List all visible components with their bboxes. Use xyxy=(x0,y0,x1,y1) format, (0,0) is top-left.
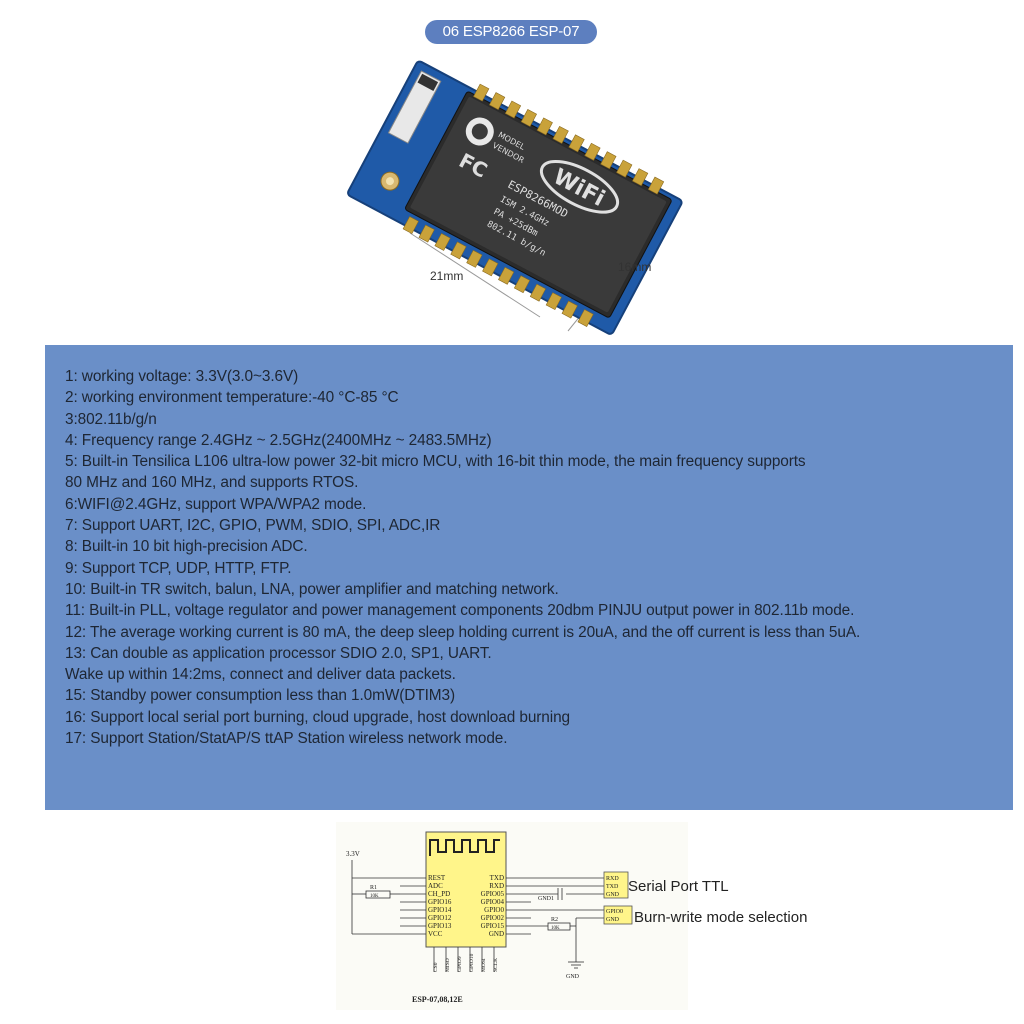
spec-line: 10: Built-in TR switch, balun, LNA, powe… xyxy=(65,580,559,598)
antenna-trace-icon xyxy=(429,839,500,856)
spec-line: 11: Built-in PLL, voltage regulator and … xyxy=(65,602,855,620)
pin-label-left: REST xyxy=(428,874,446,882)
spec-line: 3:802.11b/g/n xyxy=(65,410,157,428)
pin-label-left: GPIO12 xyxy=(428,914,452,922)
r1-value: 10K xyxy=(370,894,379,899)
gnd1-label: GND1 xyxy=(538,896,554,902)
pin-label-right: RXD xyxy=(489,882,504,890)
spec-line: 17: Support Station/StatAP/S ttAP Statio… xyxy=(65,730,508,748)
product-title: 06 ESP8266 ESP-07 xyxy=(425,20,597,44)
schematic-drawing: REST ADC CH_PD GPIO16 GPIO14 GPIO12 GPIO… xyxy=(346,831,633,1004)
bottom-pin-label: CS0 xyxy=(433,962,439,972)
width-dimension-label: 21mm xyxy=(430,269,464,283)
module-pins xyxy=(402,83,665,327)
r2-label: R2 xyxy=(551,917,558,923)
bottom-pin-label: GPIO9 xyxy=(457,956,463,972)
pin-label-right: GPIO04 xyxy=(481,898,505,906)
spec-line: 6:WIFI@2.4GHz, support WPA/WPA2 mode. xyxy=(65,495,367,513)
resistor-r1-icon xyxy=(365,890,391,899)
spec-list: 1: working voltage: 3.3V(3.0~3.6V) 2: wo… xyxy=(65,366,1010,749)
pcb-board: WiFi MODEL VENDOR FC ESP8266MOD ISM 2.4G… xyxy=(347,60,683,335)
spec-line: 2: working environment temperature:-40 °… xyxy=(65,389,399,407)
spec-line: 4: Frequency range 2.4GHz ~ 2.5GHz(2400M… xyxy=(65,431,492,449)
resistor-r2-icon xyxy=(547,922,571,931)
pin-label-left: GPIO13 xyxy=(428,922,452,930)
supply-label: 3.3V xyxy=(346,850,360,858)
spec-line: 12: The average working current is 80 mA… xyxy=(65,623,861,641)
spec-line: 13: Can double as application processor … xyxy=(65,644,492,662)
burn-pin-label: GND xyxy=(606,917,620,923)
height-dimension-label: 16mm xyxy=(618,260,652,274)
bottom-pin-label: GPIO10 xyxy=(469,953,475,972)
pin-label-right: GPIO05 xyxy=(481,890,505,898)
pin-label-right: GPIO02 xyxy=(481,914,505,922)
part-number-label: ESP-07,08,12E xyxy=(412,995,463,1004)
spec-line: 5: Built-in Tensilica L106 ultra-low pow… xyxy=(65,453,806,471)
wiring-schematic: REST ADC CH_PD GPIO16 GPIO14 GPIO12 GPIO… xyxy=(336,822,807,1010)
serial-pin-label: GND xyxy=(606,892,620,898)
spec-line: 15: Standby power consumption less than … xyxy=(65,687,455,705)
serial-pin-label: RXD xyxy=(606,876,619,882)
pin-label-right: GND xyxy=(489,930,504,938)
bottom-pin-label: MISO xyxy=(445,958,451,972)
spec-line: 7: Support UART, I2C, GPIO, PWM, SDIO, S… xyxy=(65,517,441,535)
pin-label-right: GPIO0 xyxy=(484,906,504,914)
spec-line: 80 MHz and 160 MHz, and supports RTOS. xyxy=(65,474,359,492)
pin-label-left: GPIO16 xyxy=(428,898,452,906)
pin-label-right: TXD xyxy=(490,874,504,882)
callout-burn-mode: Burn-write mode selection xyxy=(634,909,808,926)
serial-connector-box xyxy=(603,871,629,899)
r1-label: R1 xyxy=(370,885,377,891)
serial-pin-label: TXD xyxy=(606,884,619,890)
gnd-label: GND xyxy=(566,974,580,980)
pin-label-left: CH_PD xyxy=(428,890,450,898)
spec-line: 9: Support TCP, UDP, HTTP, FTP. xyxy=(65,559,292,577)
pin-label-left: ADC xyxy=(428,882,443,890)
r2-value: 10K xyxy=(551,926,560,931)
module-photo: WiFi MODEL VENDOR FC ESP8266MOD ISM 2.4G… xyxy=(340,55,700,345)
pin-label-left: GPIO14 xyxy=(428,906,452,914)
callout-serial-port: Serial Port TTL xyxy=(628,878,729,895)
specifications-panel: 1: working voltage: 3.3V(3.0~3.6V) 2: wo… xyxy=(45,345,1013,810)
burn-pin-label: GPIO0 xyxy=(606,909,623,915)
spec-line: Wake up within 14:2ms, connect and deliv… xyxy=(65,666,456,684)
spec-line: 1: working voltage: 3.3V(3.0~3.6V) xyxy=(65,368,299,385)
esp07-module-illustration: WiFi MODEL VENDOR FC ESP8266MOD ISM 2.4G… xyxy=(347,60,683,335)
burn-connector-box xyxy=(603,905,633,925)
pin-label-left: VCC xyxy=(428,930,443,938)
bottom-pin-label: SCLK xyxy=(493,958,499,972)
bottom-pin-label: MOSI xyxy=(481,958,487,972)
spec-line: 16: Support local serial port burning, c… xyxy=(65,708,571,726)
pin-label-right: GPIO15 xyxy=(481,922,505,930)
spec-line: 8: Built-in 10 bit high-precision ADC. xyxy=(65,538,308,556)
